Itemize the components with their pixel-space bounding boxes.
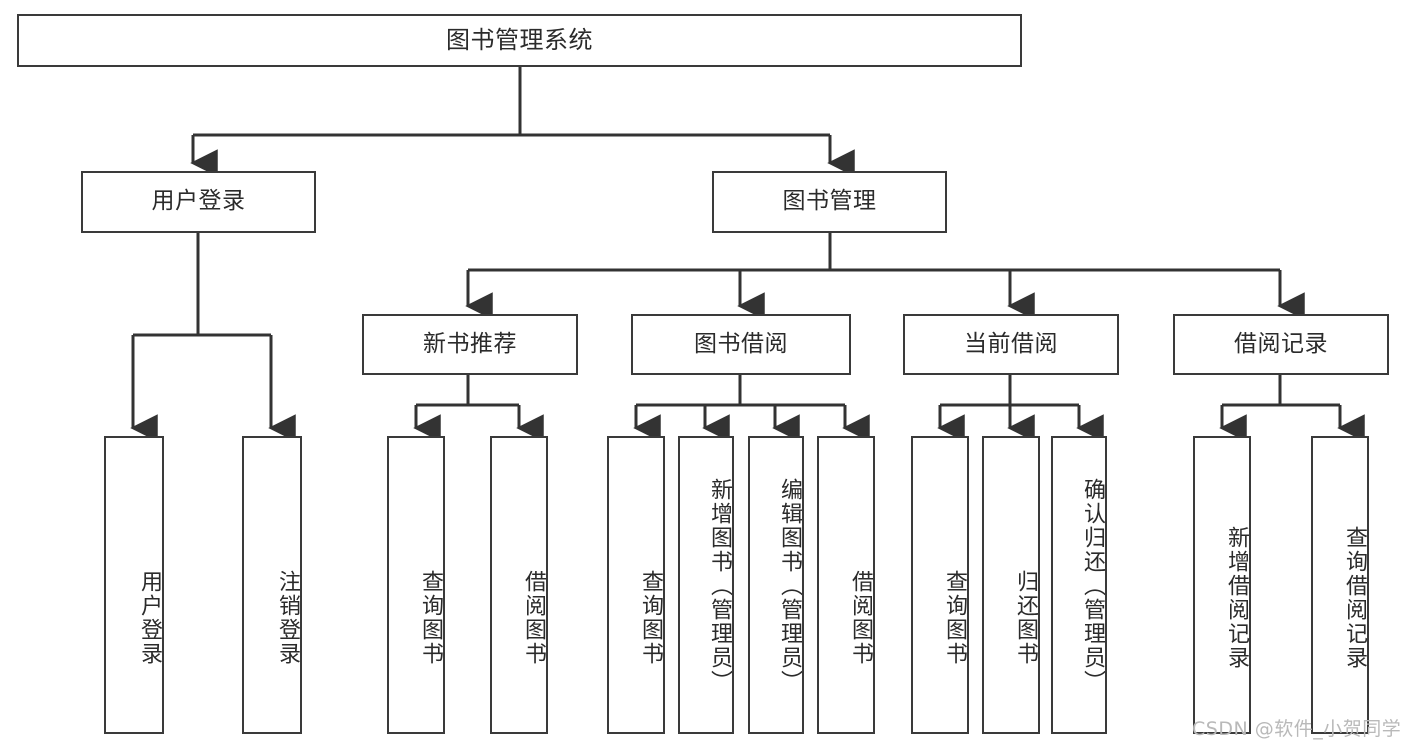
node-new-book-recommend[interactable]: 新书推荐 (362, 314, 578, 375)
leaf-query-book-new-recommend[interactable]: 查询图书 (387, 436, 445, 734)
node-root-book-management-system[interactable]: 图书管理系统 (17, 14, 1022, 67)
node-book-manage[interactable]: 图书管理 (712, 171, 947, 233)
leaf-query-book-borrow[interactable]: 查询图书 (607, 436, 665, 734)
leaf-query-borrow-record[interactable]: 查询借阅记录 (1311, 436, 1369, 734)
leaf-add-borrow-record[interactable]: 新增借阅记录 (1193, 436, 1251, 734)
node-book-borrow[interactable]: 图书借阅 (631, 314, 851, 375)
leaf-return-book[interactable]: 归还图书 (982, 436, 1040, 734)
leaf-user-logout[interactable]: 注销登录 (242, 436, 302, 734)
node-user-login[interactable]: 用户登录 (81, 171, 316, 233)
leaf-edit-book-admin[interactable]: 编辑图书（管理员） (748, 436, 804, 734)
csdn-watermark: CSDN @软件_小贺同学 (1192, 718, 1402, 740)
leaf-add-book-admin[interactable]: 新增图书（管理员） (678, 436, 734, 734)
leaf-user-login[interactable]: 用户登录 (104, 436, 164, 734)
node-current-borrow[interactable]: 当前借阅 (903, 314, 1119, 375)
leaf-borrow-book-borrow[interactable]: 借阅图书 (817, 436, 875, 734)
leaf-borrow-book-new-recommend[interactable]: 借阅图书 (490, 436, 548, 734)
leaf-query-book-current[interactable]: 查询图书 (911, 436, 969, 734)
node-borrow-record[interactable]: 借阅记录 (1173, 314, 1389, 375)
leaf-confirm-return-admin[interactable]: 确认归还（管理员） (1051, 436, 1107, 734)
